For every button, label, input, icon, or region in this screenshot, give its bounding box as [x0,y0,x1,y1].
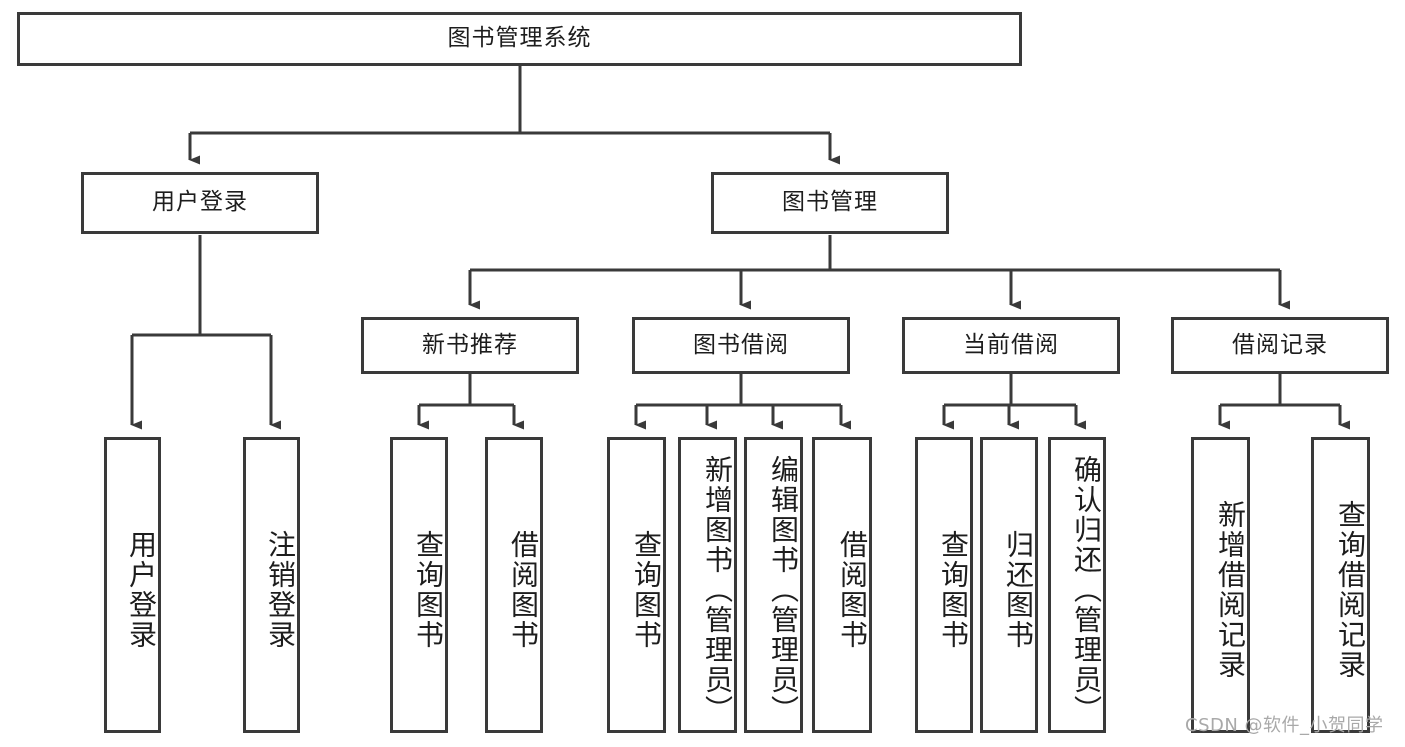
node-label: 图书借阅 [693,331,789,358]
node-label: 借阅图书 [507,530,540,650]
leaf-book-borrow-query-book[interactable]: 查询图书 [607,437,666,733]
node-label: 归还图书 [1002,530,1035,650]
leaf-current-borrow-return-book[interactable]: 归还图书 [980,437,1038,733]
leaf-book-borrow-borrow-book[interactable]: 借阅图书 [812,437,872,733]
node-label: 借阅图书 [836,530,869,650]
node-label: 新书推荐 [422,331,518,358]
node-book-management[interactable]: 图书管理 [711,172,949,234]
node-label: 查询图书 [412,530,445,650]
node-label: 用户登录 [125,530,158,650]
node-label: 图书管理系统 [447,25,592,52]
node-borrow-record[interactable]: 借阅记录 [1171,317,1389,374]
node-label: 借阅记录 [1232,331,1328,358]
node-new-book-recommend[interactable]: 新书推荐 [361,317,579,374]
node-user-login[interactable]: 用户登录 [81,172,319,234]
node-label: 图书管理 [782,189,878,216]
leaf-current-borrow-confirm-return-admin[interactable]: 确认归还（管理员） [1048,437,1106,733]
leaf-current-borrow-query-book[interactable]: 查询图书 [915,437,973,733]
leaf-book-borrow-add-book-admin[interactable]: 新增图书（管理员） [678,437,737,733]
node-label: 当前借阅 [963,331,1059,358]
node-label: 新增图书（管理员） [701,455,734,725]
leaf-new-book-borrow-book[interactable]: 借阅图书 [485,437,543,733]
node-current-borrow[interactable]: 当前借阅 [902,317,1120,374]
node-label: 注销登录 [264,530,297,650]
leaf-borrow-record-add-record[interactable]: 新增借阅记录 [1191,437,1250,733]
watermark-csdn: CSDN @软件_小贺同学 [1185,715,1384,736]
node-label: 查询图书 [630,530,663,650]
node-label: 查询图书 [937,530,970,650]
leaf-user-login-login[interactable]: 用户登录 [104,437,161,733]
leaf-book-borrow-edit-book-admin[interactable]: 编辑图书（管理员） [744,437,803,733]
leaf-new-book-query-book[interactable]: 查询图书 [390,437,448,733]
node-root-book-management-system[interactable]: 图书管理系统 [17,12,1022,66]
leaf-user-login-logout[interactable]: 注销登录 [243,437,300,733]
node-label: 确认归还（管理员） [1070,455,1103,725]
node-label: 编辑图书（管理员） [767,455,800,725]
leaf-borrow-record-query-record[interactable]: 查询借阅记录 [1311,437,1370,733]
node-label: 查询借阅记录 [1334,500,1367,680]
node-book-borrow[interactable]: 图书借阅 [632,317,850,374]
node-label: 新增借阅记录 [1214,500,1247,680]
node-label: 用户登录 [152,189,248,216]
